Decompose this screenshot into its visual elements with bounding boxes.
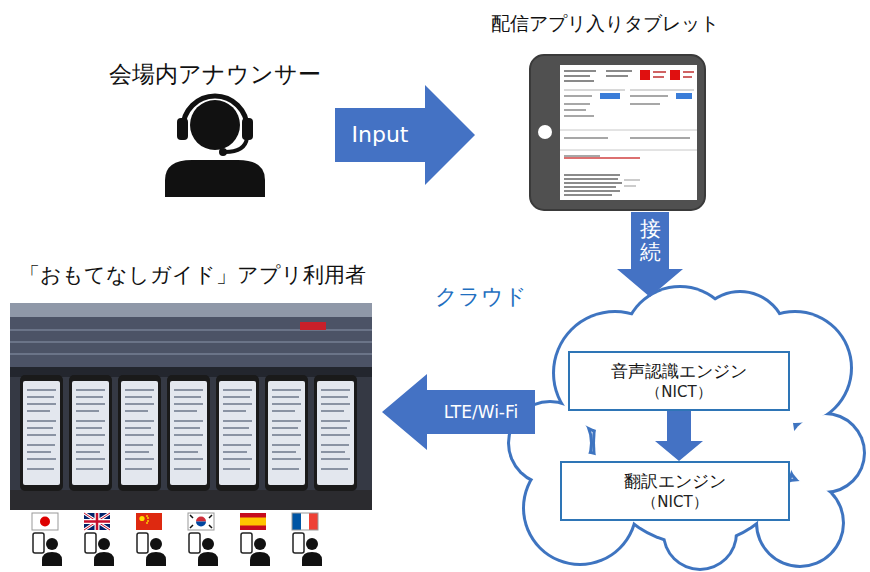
node-heading: 配信アプリ入りタブレット [491, 12, 719, 36]
tablet-illustration [530, 55, 705, 210]
tablet-node: 配信アプリ入りタブレット [485, 10, 725, 215]
engine-name: 音声認識エンジン [611, 361, 747, 382]
engine-owner: （NICT） [642, 493, 707, 512]
arrow-label: Input [352, 122, 409, 148]
node-heading: 会場内アナウンサー [109, 60, 321, 89]
engine-owner: （NICT） [646, 383, 711, 402]
arrow-label: 接続 [640, 217, 661, 263]
node-heading: 「おもてなしガイド」アプリ利用者 [19, 262, 366, 288]
arrow-label: LTE/Wi-Fi [444, 402, 519, 422]
cloud-outline [507, 285, 866, 571]
app-users-node: 「おもてなしガイド」アプリ利用者 [8, 262, 376, 570]
block-arrow [335, 85, 475, 185]
block-arrow [382, 374, 535, 450]
block-arrow [655, 411, 703, 461]
block-arrow [617, 212, 683, 297]
announcer-icon [165, 96, 265, 197]
language-user-icons [32, 513, 322, 566]
cloud-node: クラウド音声認識エンジン（NICT）翻訳エンジン（NICT） [505, 283, 867, 569]
engine-name: 翻訳エンジン [624, 471, 726, 492]
cloud-heading: クラウド [435, 283, 527, 311]
engine-box: 翻訳エンジン（NICT） [560, 461, 790, 521]
venue-photo [10, 303, 372, 510]
engine-box: 音声認識エンジン（NICT） [568, 351, 790, 411]
announcer-node: 会場内アナウンサー [100, 60, 330, 205]
